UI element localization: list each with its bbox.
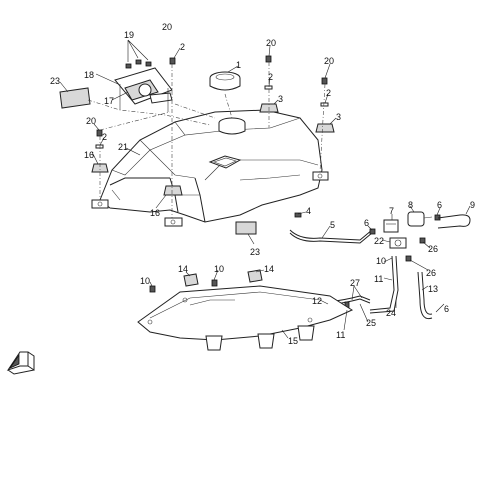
callout-16: 16 <box>150 208 160 218</box>
fuel-pump-7 <box>383 219 399 233</box>
callout-20: 20 <box>86 116 96 126</box>
callout-26: 26 <box>426 268 436 278</box>
fuel-cock-22 <box>389 237 407 249</box>
clip-26 <box>405 237 426 262</box>
rubber-blocks-14 <box>183 269 263 287</box>
callout-4: 4 <box>306 206 311 216</box>
callout-6: 6 <box>364 218 369 228</box>
mount-stack-left <box>91 129 109 173</box>
callout-23: 23 <box>250 247 260 257</box>
callout-2: 2 <box>326 88 331 98</box>
callout-10: 10 <box>376 256 386 266</box>
callout-6: 6 <box>444 304 449 314</box>
fuel-filler-cap <box>209 71 241 91</box>
callout-9: 9 <box>470 200 475 210</box>
leader-lines <box>59 39 471 339</box>
callout-10: 10 <box>140 276 150 286</box>
fuel-hose-5 <box>289 229 373 244</box>
callout-14: 14 <box>178 264 188 274</box>
fuel-filter-8 <box>407 211 433 227</box>
callout-21: 21 <box>118 142 128 152</box>
clip-4 <box>294 212 302 218</box>
hose-clip-6 <box>369 214 441 235</box>
warning-label-bottom <box>235 221 257 235</box>
callout-7: 7 <box>389 206 394 216</box>
fuel-tank <box>91 109 329 227</box>
hose-13 <box>417 271 433 320</box>
callout-15: 15 <box>288 336 298 346</box>
mount-centerlines <box>87 62 326 218</box>
callout-8: 8 <box>408 200 413 210</box>
callout-2: 2 <box>180 42 185 52</box>
callout-3: 3 <box>278 94 283 104</box>
mount-stack-right2 <box>315 77 335 133</box>
callout-26: 26 <box>428 244 438 254</box>
callout-20: 20 <box>162 22 172 32</box>
callout-12: 12 <box>312 296 322 306</box>
callout-labels: 1 2 2 2 2 3 3 4 5 6 6 6 7 8 9 10 10 10 1… <box>50 22 475 346</box>
callout-1: 1 <box>236 60 241 70</box>
mount-stack-center <box>163 57 183 196</box>
callout-23: 23 <box>50 76 60 86</box>
callout-3: 3 <box>336 112 341 122</box>
callout-19: 19 <box>124 30 134 40</box>
callout-5: 5 <box>330 220 335 230</box>
callout-11: 11 <box>374 274 383 284</box>
warning-label-top <box>59 87 91 109</box>
valve-bracket-assembly <box>114 59 173 112</box>
callout-11: 11 <box>336 330 345 340</box>
bolts-10 <box>149 279 218 293</box>
front-arrow-icon <box>6 351 35 375</box>
callout-18: 18 <box>84 70 94 80</box>
callout-27: 27 <box>350 278 360 288</box>
callout-24: 24 <box>386 308 396 318</box>
tank-under-plate <box>137 285 354 351</box>
callout-10: 10 <box>214 264 224 274</box>
hose-9 <box>437 214 471 229</box>
callout-14: 14 <box>264 264 274 274</box>
callout-20: 20 <box>324 56 334 66</box>
callout-2: 2 <box>102 132 107 142</box>
callout-2: 2 <box>268 72 273 82</box>
callout-13: 13 <box>428 284 438 294</box>
callout-6: 6 <box>437 200 442 210</box>
callout-20: 20 <box>266 38 276 48</box>
callout-25: 25 <box>366 318 376 328</box>
callout-16: 16 <box>84 150 94 160</box>
callout-17: 17 <box>104 96 114 106</box>
callout-22: 22 <box>374 236 384 246</box>
